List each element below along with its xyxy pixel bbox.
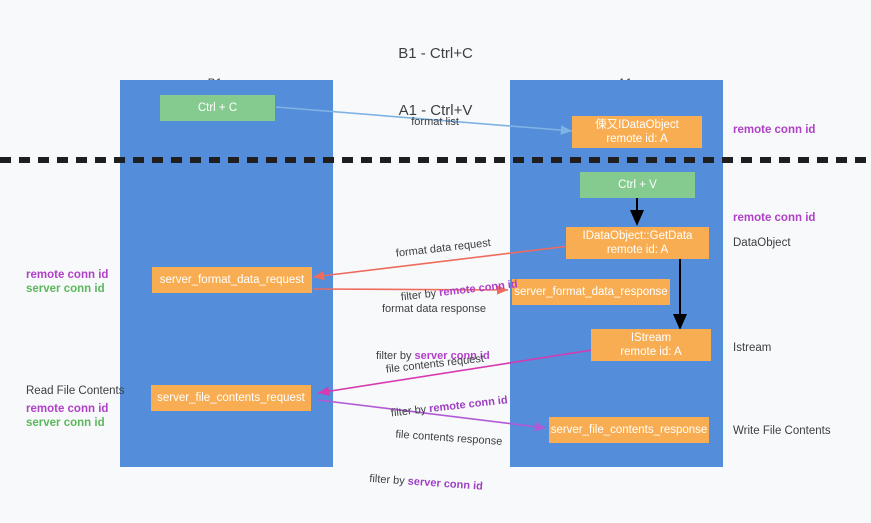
edge-label-file-contents-response-filter-key: server conn id bbox=[407, 475, 484, 493]
node-idataobject-top-line-1: 倲⼜IDataObject bbox=[595, 119, 679, 131]
diagram-canvas: B1 - Ctrl+C A1 - Ctrl+V B1 connection A1… bbox=[0, 45, 871, 493]
edge-label-format-list-text: format list bbox=[411, 116, 459, 128]
annotation-left-remote-conn-id-2: remote conn id bbox=[26, 403, 109, 415]
edge-label-file-contents-request-text: file contents request bbox=[385, 352, 485, 376]
annotation-left-server-conn-id-2: server conn id bbox=[26, 417, 105, 429]
node-idataobject-top[interactable]: 倲⼜IDataObject remote id: A bbox=[572, 116, 702, 148]
node-idataobject-getdata[interactable]: IDataObject::GetData remote id: A bbox=[566, 227, 709, 259]
annotation-left-server-conn-id: server conn id bbox=[26, 283, 105, 295]
edge-label-format-data-response-filter-key: server conn id bbox=[414, 350, 490, 362]
annotation-remote-conn-id-top: remote conn id bbox=[733, 124, 816, 136]
node-ctrl-v-label: Ctrl + V bbox=[618, 179, 657, 191]
annotation-remote-conn-id-mid: remote conn id bbox=[733, 212, 816, 224]
edge-label-format-data-response-filter-prefix: filter by bbox=[376, 350, 415, 362]
edge-label-format-data-response-filter: filter by server conn id bbox=[376, 349, 490, 363]
node-istream-line-2: remote id: A bbox=[620, 346, 682, 358]
node-server-format-data-response[interactable]: server_format_data_response bbox=[512, 279, 670, 305]
node-istream[interactable]: IStream remote id: A bbox=[591, 329, 711, 361]
edge-label-format-list: format list bbox=[399, 101, 459, 143]
node-server-format-data-request-label: server_format_data_request bbox=[159, 274, 305, 286]
edge-label-format-data-response-text: format data response bbox=[382, 303, 486, 315]
edge-label-file-contents-response-filter: filter by server conn id bbox=[369, 472, 500, 495]
node-istream-line-1: IStream bbox=[630, 332, 672, 344]
node-server-format-data-response-label: server_format_data_response bbox=[514, 286, 668, 298]
node-idataobject-getdata-line-2: remote id: A bbox=[606, 244, 669, 256]
edge-label-format-data-response: format data response filter by server co… bbox=[376, 274, 490, 391]
node-server-format-data-request[interactable]: server_format_data_request bbox=[152, 267, 312, 293]
node-server-file-contents-request[interactable]: server_file_contents_request bbox=[151, 385, 311, 411]
annotation-write-file-contents: Write File Contents bbox=[733, 425, 831, 437]
annotation-left-remote-conn-id: remote conn id bbox=[26, 269, 109, 281]
node-server-file-contents-request-label: server_file_contents_request bbox=[157, 392, 305, 404]
node-ctrl-c[interactable]: Ctrl + C bbox=[160, 95, 275, 121]
edge-label-file-contents-response: file contents response filter by server … bbox=[367, 398, 505, 523]
edge-label-file-contents-response-text: file contents response bbox=[395, 428, 503, 448]
annotation-read-file-contents: Read File Contents bbox=[26, 385, 125, 397]
node-idataobject-top-line-2: remote id: A bbox=[606, 133, 668, 145]
annotation-dataobject: DataObject bbox=[733, 237, 791, 249]
edge-label-format-data-request-text: format data request bbox=[395, 237, 492, 260]
edge-label-file-contents-response-filter-prefix: filter by bbox=[368, 472, 409, 488]
diagram-title-line-1: B1 - Ctrl+C bbox=[398, 45, 473, 62]
annotation-istream: Istream bbox=[733, 342, 772, 354]
node-server-file-contents-response[interactable]: server_file_contents_response bbox=[549, 417, 709, 443]
node-ctrl-c-label: Ctrl + C bbox=[197, 102, 238, 114]
node-idataobject-getdata-line-1: IDataObject::GetData bbox=[582, 230, 693, 242]
node-ctrl-v[interactable]: Ctrl + V bbox=[580, 172, 695, 198]
node-server-file-contents-response-label: server_file_contents_response bbox=[550, 424, 708, 436]
